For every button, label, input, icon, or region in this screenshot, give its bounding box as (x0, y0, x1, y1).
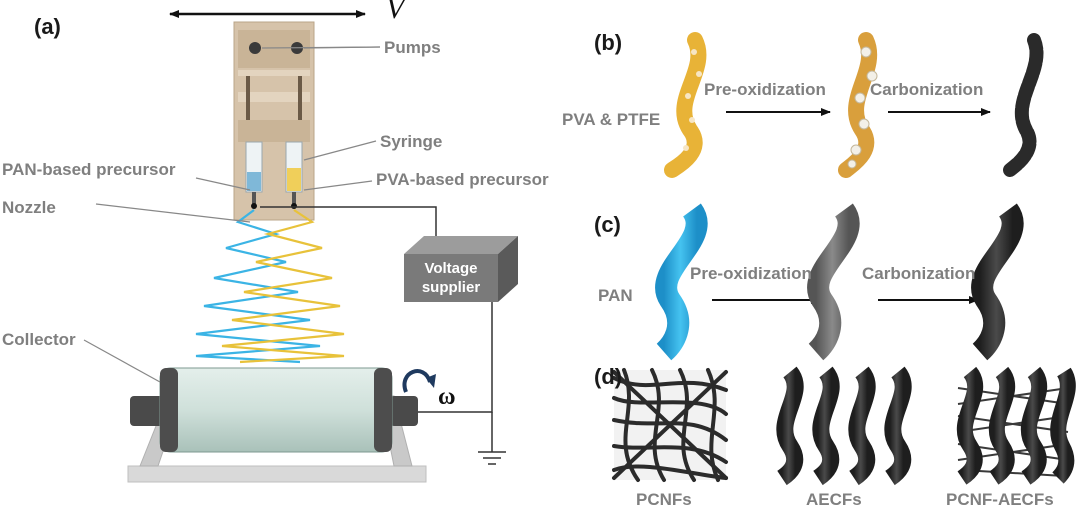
collector-label: Collector (2, 330, 76, 349)
collector (127, 367, 427, 483)
velocity-symbol: V (386, 0, 405, 25)
panel-label-a: (a) (34, 14, 61, 39)
b-step2-label: Carbonization (870, 80, 984, 99)
panel-label-c: (c) (594, 212, 621, 237)
syringe-left (245, 141, 263, 209)
voltage-supplier-box (404, 236, 518, 302)
high-voltage-wire (260, 206, 493, 452)
pump-left (249, 42, 261, 54)
syringe-right (285, 141, 303, 209)
ground-symbol (478, 451, 506, 465)
d-pcnfs-mesh (612, 368, 728, 482)
c-fiber-pan (655, 203, 708, 361)
c-step2-label: Carbonization (862, 264, 976, 283)
blue-jet (195, 209, 321, 364)
syringe-label: Syringe (380, 132, 443, 151)
d-label-aecfs: AECFs (806, 490, 862, 509)
d-label-pcnfs: PCNFs (636, 490, 692, 509)
c-fiber-preox (807, 203, 860, 361)
c-step1-label: Pre-oxidization (690, 264, 812, 283)
pva-precursor-label: PVA-based precursor (376, 170, 549, 189)
b-step1-label: Pre-oxidization (704, 80, 826, 99)
b-fiber-pva (664, 32, 707, 178)
yellow-jet (221, 209, 345, 364)
rotation-arrow (402, 369, 432, 393)
b-fiber-carbon (1003, 33, 1044, 177)
pumps-label: Pumps (384, 38, 441, 57)
c-start-label: PAN (598, 286, 633, 305)
leader-lines (83, 46, 381, 383)
voltage-supplier-label: Voltage supplier (404, 259, 498, 297)
pan-precursor-label: PAN-based precursor (2, 160, 176, 179)
voltage-line2: supplier (421, 279, 481, 296)
b-start-label: PVA & PTFE (562, 110, 661, 129)
d-label-pcnf-aecfs: PCNF-AECFs (946, 490, 1054, 509)
voltage-line1: Voltage (424, 260, 478, 277)
b-fiber-preox-beads (847, 46, 878, 169)
d-aecfs-fibers (776, 366, 912, 486)
b-fiber-pva-dots (683, 49, 702, 151)
omega-symbol: ω (438, 384, 456, 410)
d-pcnf-aecfs-composite (956, 366, 1076, 485)
panel-label-d: (d) (594, 364, 623, 389)
panel-label-b: (b) (594, 30, 623, 55)
c-fiber-carbon (971, 203, 1024, 361)
nozzle-label: Nozzle (2, 198, 56, 217)
